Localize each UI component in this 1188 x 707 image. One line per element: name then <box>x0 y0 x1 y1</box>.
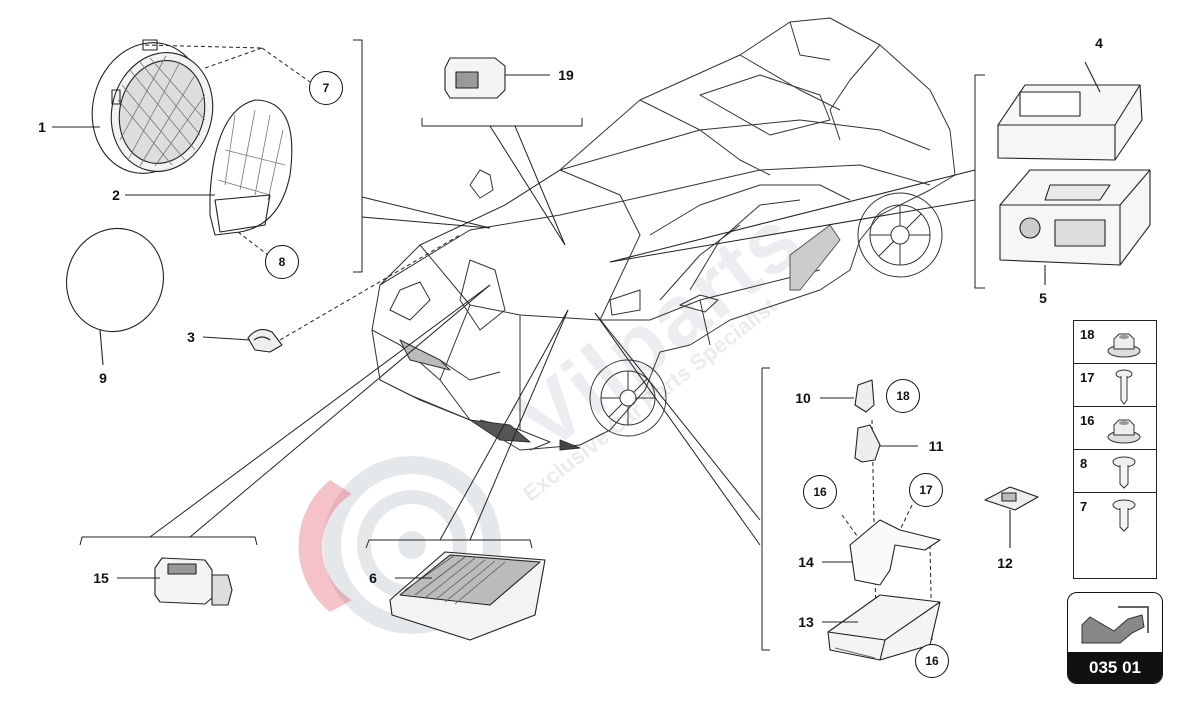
legend-row: 17 <box>1074 364 1156 407</box>
plate-12-part <box>984 486 1039 548</box>
legend-row: 7 <box>1074 493 1156 536</box>
callout-12: 12 <box>997 555 1013 571</box>
callout-1: 1 <box>38 119 46 135</box>
amplifier-part <box>389 551 546 641</box>
callout-11: 11 <box>928 438 944 454</box>
circled-ref-17: 17 <box>909 473 943 507</box>
circled-ref-8: 8 <box>265 245 299 279</box>
arrow-icon <box>1081 606 1149 644</box>
flange-screw-icon <box>1112 499 1136 532</box>
circled-ref-7: 7 <box>309 71 343 105</box>
circled-ref-16-upper: 16 <box>803 475 837 509</box>
control-unit-5 <box>999 169 1151 285</box>
flange-screw-icon <box>1112 456 1136 489</box>
legend-number: 17 <box>1080 370 1095 385</box>
speaker-housing-part <box>209 99 293 236</box>
callout-14: 14 <box>798 554 814 570</box>
bracket-11-part <box>854 424 918 463</box>
callout-4: 4 <box>1095 35 1103 51</box>
sensor-unit-part <box>117 557 233 606</box>
circled-ref-16-lower: 16 <box>915 644 949 678</box>
circled-ref-18: 18 <box>886 379 920 413</box>
callout-19: 19 <box>558 67 574 83</box>
legend-row: 16 <box>1074 407 1156 450</box>
legend-number: 18 <box>1080 327 1095 342</box>
flange-nut-icon <box>1107 333 1141 358</box>
callout-15: 15 <box>93 570 109 586</box>
clip-part <box>247 329 283 353</box>
legend-row: 18 <box>1074 321 1156 364</box>
callout-10: 10 <box>795 390 811 406</box>
leader-lines <box>79 39 985 651</box>
control-unit-4 <box>997 61 1143 161</box>
legend-number: 7 <box>1080 499 1088 514</box>
diagram-reference-badge: 035 01 <box>1067 592 1163 684</box>
fastener-legend: 18 17 16 8 <box>1073 320 1157 579</box>
legend-number: 8 <box>1080 456 1088 471</box>
screw-icon <box>1115 369 1133 405</box>
callout-13: 13 <box>798 614 814 630</box>
ring-seal-part <box>65 227 165 333</box>
callout-6: 6 <box>369 570 377 586</box>
callout-3: 3 <box>187 329 195 345</box>
diagram-code: 035 01 <box>1068 652 1162 683</box>
callout-5: 5 <box>1039 290 1047 306</box>
callout-9: 9 <box>99 370 107 386</box>
legend-row: 8 <box>1074 450 1156 493</box>
bracket-10-part <box>820 379 875 413</box>
connector-part <box>444 57 550 99</box>
legend-number: 16 <box>1080 413 1095 428</box>
control-module-13 <box>822 594 941 661</box>
speaker-part <box>91 39 214 174</box>
bracket-14-part <box>822 519 941 586</box>
flange-nut-icon <box>1107 419 1141 444</box>
callout-2: 2 <box>112 187 120 203</box>
